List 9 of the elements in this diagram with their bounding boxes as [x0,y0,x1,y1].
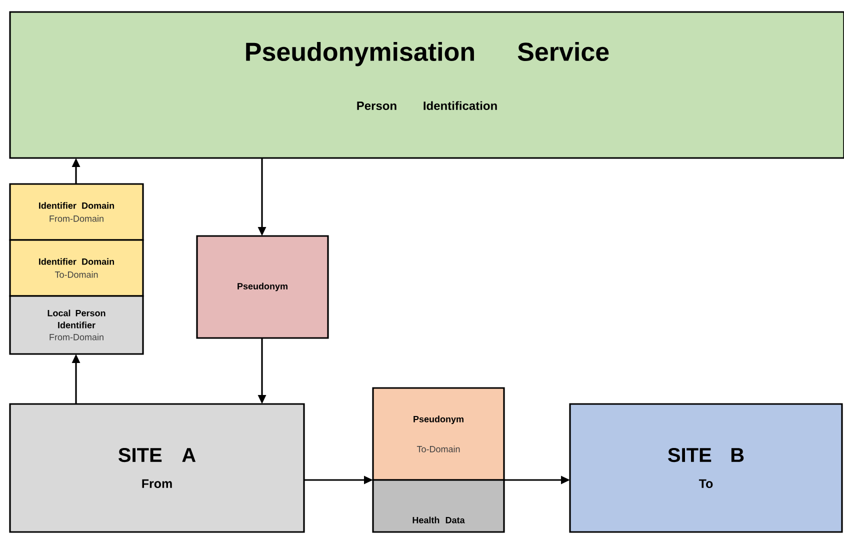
data-box: Health Data [372,479,505,533]
site-box: SITE A From [9,403,305,533]
service-box: Pseudonymisation Service Person Identification [9,11,844,159]
pseudonym-box: Pseudonym To-Domain [372,387,505,481]
site-box: SITE B To [569,403,843,533]
identifier-box: Local Person Identifier From-Domain [9,295,144,355]
domain-box: Identifier Domain To-Domain [9,239,144,297]
pseudonym-box: Pseudonym [196,235,329,339]
domain-box: Identifier Domain From-Domain [9,183,144,241]
